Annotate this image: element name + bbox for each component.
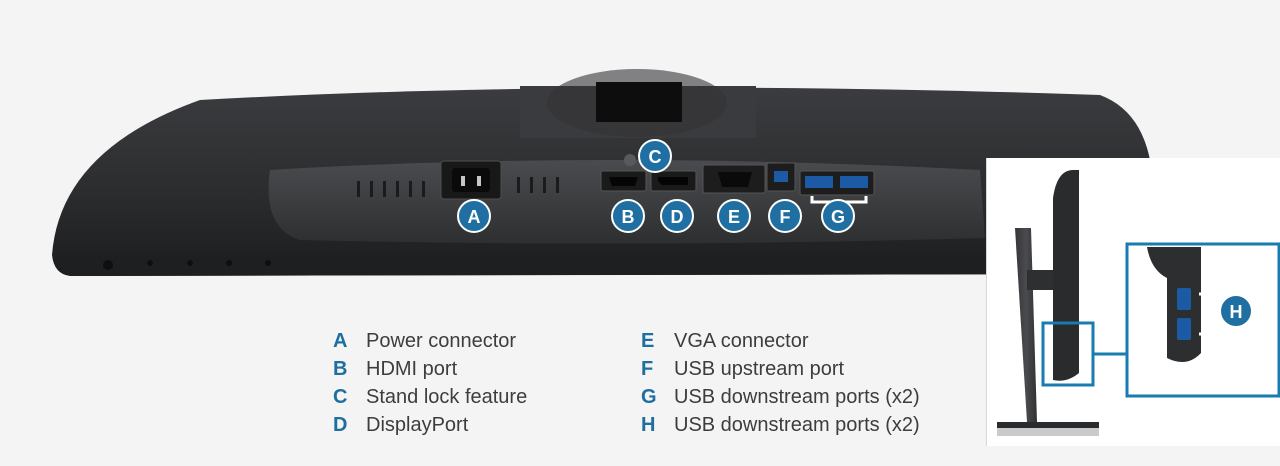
legend-letter: C bbox=[333, 385, 348, 408]
svg-text:F: F bbox=[780, 207, 791, 227]
legend-letter: F bbox=[641, 357, 654, 380]
legend-letter: H bbox=[641, 413, 656, 436]
legend-label: USB upstream port bbox=[674, 357, 845, 380]
legend-letter: G bbox=[641, 385, 657, 408]
legend-item: F USB upstream port bbox=[641, 355, 920, 383]
side-view-inset: H bbox=[986, 158, 1280, 446]
legend-label: HDMI port bbox=[366, 357, 458, 380]
svg-text:C: C bbox=[649, 147, 662, 167]
svg-text:B: B bbox=[622, 207, 635, 227]
legend-letter: A bbox=[333, 329, 348, 352]
legend-label: USB downstream ports (x2) bbox=[674, 385, 920, 408]
svg-text:H: H bbox=[1230, 302, 1243, 322]
callout-f: F bbox=[768, 199, 802, 233]
legend-label: VGA connector bbox=[674, 329, 809, 352]
legend-label: DisplayPort bbox=[366, 413, 469, 436]
svg-text:G: G bbox=[831, 207, 845, 227]
callout-g: G bbox=[821, 199, 855, 233]
legend-label: Stand lock feature bbox=[366, 385, 528, 408]
callout-e: E bbox=[717, 199, 751, 233]
legend-letter: D bbox=[333, 413, 348, 436]
svg-text:E: E bbox=[728, 207, 740, 227]
h-bracket bbox=[1199, 292, 1217, 336]
legend-letter: E bbox=[641, 329, 655, 352]
legend-letter: B bbox=[333, 357, 348, 380]
legend-item: D DisplayPort bbox=[333, 411, 527, 439]
legend-item: B HDMI port bbox=[333, 355, 527, 383]
stand-lock bbox=[624, 154, 636, 166]
svg-text:A: A bbox=[468, 207, 481, 227]
legend-item: A Power connector bbox=[333, 327, 527, 355]
legend-item: E VGA connector bbox=[641, 327, 920, 355]
legend-left-column: A Power connector B HDMI port C Stand lo… bbox=[333, 327, 527, 439]
zoom-detail-box bbox=[1125, 242, 1280, 398]
legend-right-column: E VGA connector F USB upstream port G US… bbox=[641, 327, 920, 439]
legend-item: H USB downstream ports (x2) bbox=[641, 411, 920, 439]
svg-text:D: D bbox=[671, 207, 684, 227]
usb-upstream-port bbox=[766, 162, 796, 192]
callout-b: B bbox=[611, 199, 645, 233]
callout-c: C bbox=[638, 139, 672, 173]
legend-item: C Stand lock feature bbox=[333, 383, 527, 411]
side-view-illustration: H bbox=[997, 170, 1280, 436]
callout-a: A bbox=[457, 199, 491, 233]
legend-item: G USB downstream ports (x2) bbox=[641, 383, 920, 411]
legend-label: USB downstream ports (x2) bbox=[674, 413, 920, 436]
hdmi-port bbox=[600, 170, 647, 192]
displayport-port bbox=[650, 170, 697, 192]
usb-downstream-ports bbox=[799, 170, 875, 196]
callout-d: D bbox=[660, 199, 694, 233]
legend-label: Power connector bbox=[366, 329, 517, 352]
callout-h: H bbox=[1219, 294, 1253, 328]
vga-connector bbox=[702, 164, 766, 194]
power-connector bbox=[440, 160, 502, 200]
